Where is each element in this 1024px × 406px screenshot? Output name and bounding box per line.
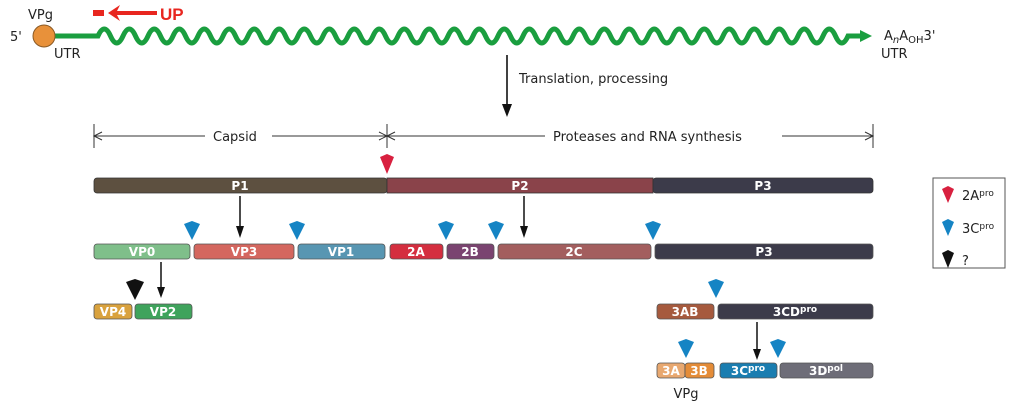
level3-p3-row: 3AB 3CDpro bbox=[656, 303, 874, 320]
cleavage-3c-marker-icon bbox=[438, 221, 454, 240]
cleavage-3c-marker-icon bbox=[770, 339, 786, 358]
up-label: UP bbox=[160, 5, 184, 24]
legend-2apro-label: 2Apro bbox=[962, 189, 994, 204]
translation-step: Translation, processing bbox=[502, 55, 668, 117]
polyprotein-row: P1 P2 P3 bbox=[93, 177, 874, 194]
cleavage-3c-marker-icon bbox=[488, 221, 504, 240]
region-brackets: Capsid Proteases and RNA synthesis bbox=[92, 124, 875, 148]
segment-p1-label: P1 bbox=[231, 179, 248, 193]
legend-3cpro-label: 3Cpro bbox=[962, 222, 995, 237]
arrow-p1-down-head bbox=[236, 226, 244, 238]
segment-2a[interactable] bbox=[389, 243, 444, 260]
vpg-bottom-label: VPg bbox=[674, 387, 699, 402]
rna-3prime-arrowhead bbox=[860, 30, 872, 42]
cleavage-3c-marker-icon bbox=[645, 221, 661, 240]
translation-label: Translation, processing bbox=[518, 72, 668, 87]
segment-3cpro[interactable] bbox=[719, 362, 778, 379]
up-arrow-head bbox=[108, 5, 157, 21]
level2-row: VP0 VP3 VP1 2A 2B 2C P3 bbox=[93, 243, 874, 260]
legend-3cpro-icon bbox=[942, 219, 954, 236]
segment-3dpol[interactable] bbox=[779, 362, 874, 379]
rna-genome: VPg 5' UTR UTR AnAOH3' bbox=[10, 8, 935, 62]
segment-2b-label: 2B bbox=[461, 245, 479, 259]
legend-unknown-label: ? bbox=[962, 254, 969, 269]
segment-vp3-label: VP3 bbox=[231, 245, 257, 259]
arrow-p2-down-head bbox=[520, 226, 528, 238]
capsid-label: Capsid bbox=[213, 130, 257, 145]
utr-right-label: UTR bbox=[881, 47, 908, 62]
arrow-3cd-down-head bbox=[753, 349, 761, 360]
segment-2b[interactable] bbox=[446, 243, 495, 260]
cleavage-3c-marker-icon bbox=[289, 221, 305, 240]
rna-strand bbox=[52, 26, 867, 46]
proteases-arrow-right bbox=[864, 131, 875, 141]
level4-p3-row: 3A 3B 3Cpro 3Dpol VPg bbox=[656, 362, 874, 402]
segment-3cpro-label: 3Cpro bbox=[731, 364, 765, 378]
level3-capsid-row: VP4 VP2 bbox=[93, 303, 193, 320]
segment-2c-label: 2C bbox=[565, 245, 582, 259]
segment-3b[interactable] bbox=[684, 362, 715, 379]
cleavage-3c-marker-icon bbox=[678, 339, 694, 358]
segment-p3-level2-label: P3 bbox=[755, 245, 772, 259]
cleavage-3c-level2 bbox=[184, 221, 661, 240]
translation-arrowhead bbox=[502, 104, 512, 117]
legend: 2Apro 3Cpro ? bbox=[932, 177, 1006, 269]
cleavage-3c-marker-icon bbox=[708, 279, 724, 298]
segment-vp4[interactable] bbox=[93, 303, 133, 320]
segment-3a-label: 3A bbox=[662, 364, 680, 378]
segment-vp3[interactable] bbox=[193, 243, 295, 260]
segment-vp0[interactable] bbox=[93, 243, 191, 260]
segment-2a-label: 2A bbox=[407, 245, 425, 259]
segment-vp2-label: VP2 bbox=[150, 305, 176, 319]
segment-3ab[interactable] bbox=[656, 303, 715, 320]
segment-p2-label: P2 bbox=[511, 179, 528, 193]
segment-vp2[interactable] bbox=[134, 303, 193, 320]
arrow-vp0-down-head bbox=[157, 287, 165, 298]
three-prime-label: AnAOH3' bbox=[884, 29, 935, 46]
up-arrow-dash bbox=[93, 10, 104, 16]
segment-3cdpro-label: 3CDpro bbox=[773, 305, 817, 319]
segment-p3[interactable] bbox=[652, 177, 874, 194]
cleavage-2a-marker-icon bbox=[380, 154, 394, 174]
segment-3b-label: 3B bbox=[690, 364, 708, 378]
segment-3ab-label: 3AB bbox=[672, 305, 699, 319]
cleavage-3c-marker-icon bbox=[184, 221, 200, 240]
capsid-arrow-left bbox=[92, 131, 103, 141]
utr-left-label: UTR bbox=[54, 47, 81, 62]
segment-3dpol-label: 3Dpol bbox=[809, 364, 843, 378]
legend-unknown-icon bbox=[942, 250, 954, 268]
segment-vp1-label: VP1 bbox=[328, 245, 354, 259]
up-arrow: UP bbox=[93, 5, 184, 24]
legend-2apro-icon bbox=[942, 186, 954, 203]
segment-vp4-label: VP4 bbox=[100, 305, 126, 319]
segment-3cdpro[interactable] bbox=[717, 303, 874, 320]
cleavage-unknown-marker-icon bbox=[126, 279, 144, 300]
segment-2c[interactable] bbox=[497, 243, 652, 260]
segment-vp0-label: VP0 bbox=[129, 245, 155, 259]
segment-p3-label: P3 bbox=[754, 179, 771, 193]
cleavage-2a-p1p2 bbox=[380, 154, 394, 174]
vpg-label: VPg bbox=[28, 8, 53, 23]
vpg-ball bbox=[32, 24, 56, 48]
five-prime-label: 5' bbox=[10, 30, 22, 45]
segment-p3-level2[interactable] bbox=[654, 243, 874, 260]
proteases-label: Proteases and RNA synthesis bbox=[553, 130, 742, 145]
segment-vp1[interactable] bbox=[297, 243, 386, 260]
